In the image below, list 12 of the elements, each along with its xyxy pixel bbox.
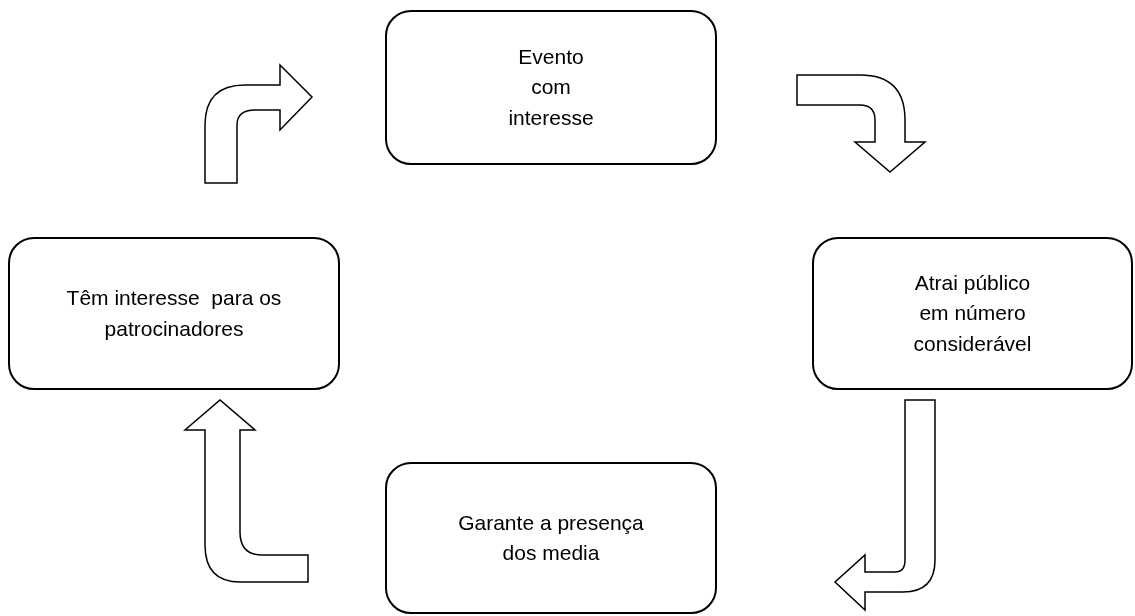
box-text: Atrai público em número considerável bbox=[912, 269, 1033, 357]
rounded-process-box bbox=[812, 237, 1133, 390]
box-text: Têm interesse para os patrocinadores bbox=[65, 285, 283, 342]
rounded-process-box bbox=[8, 237, 340, 390]
rounded-process-box bbox=[385, 10, 717, 165]
bent-block-arrow bbox=[184, 399, 309, 583]
bent-block-arrow bbox=[204, 64, 313, 184]
bent-block-arrow bbox=[796, 74, 926, 173]
rounded-process-box bbox=[385, 462, 717, 614]
box-text: Evento com interesse bbox=[507, 43, 595, 131]
bent-block-arrow bbox=[834, 399, 936, 611]
box-text: Garante a presença dos media bbox=[457, 509, 645, 566]
